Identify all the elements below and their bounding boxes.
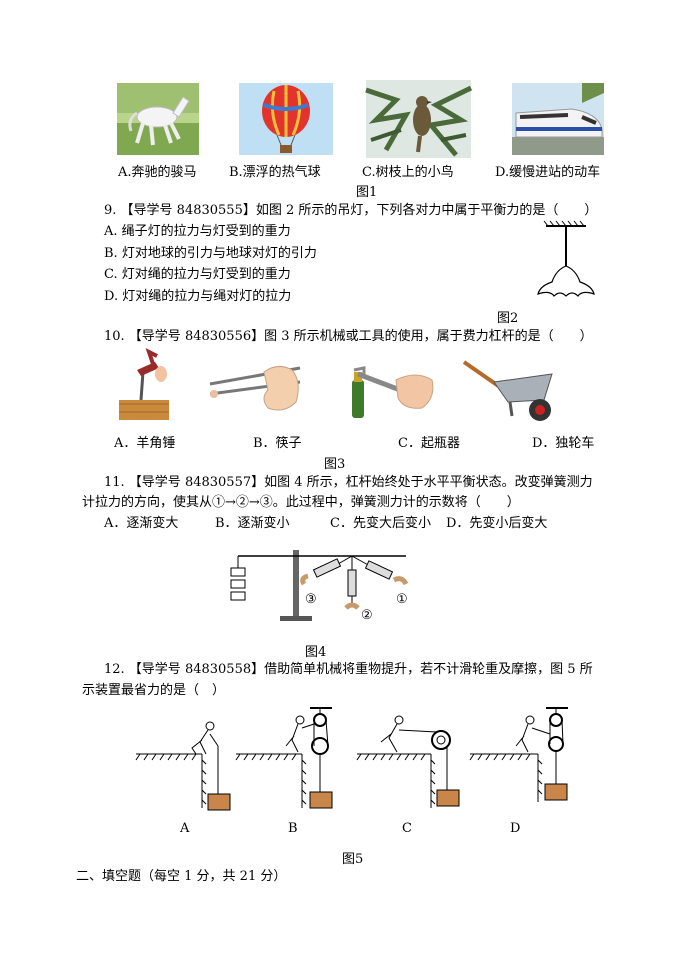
figure-3-caption-d: D．独轮车 xyxy=(532,436,595,451)
pulley-setup-b xyxy=(235,707,333,809)
figure-1-label: 图1 xyxy=(356,185,378,200)
figure-3-caption-b: B．筷子 xyxy=(253,436,302,451)
bottle-opener-figure xyxy=(352,366,434,418)
chopsticks-figure xyxy=(209,366,301,411)
question-9-option-d: D. 灯对绳的拉力与绳对灯的拉力 xyxy=(104,289,292,304)
question-11-option-d: D．先变小后变大 xyxy=(446,516,548,531)
question-12-stem-line1: 12. 【导学号 84830558】借助简单机械将重物提升，若不计滑轮重及摩擦，… xyxy=(104,662,593,677)
question-11-option-c: C．先变大后变小 xyxy=(330,516,431,531)
question-9-option-c: C. 灯对绳的拉力与灯受到的重力 xyxy=(104,267,291,282)
marker-3: ③ xyxy=(305,592,317,607)
question-12-stem-line2: 示装置最省力的是（ ） xyxy=(82,683,226,698)
figure-5-caption-d: D xyxy=(510,821,521,836)
horse-photo xyxy=(117,83,199,155)
pulley-setup-d xyxy=(469,707,568,802)
section-2-heading: 二、填空题（每空 1 分，共 21 分） xyxy=(76,869,287,884)
figure-5-caption-a: A xyxy=(180,821,190,836)
question-11-option-b: B．逐渐变小 xyxy=(215,516,290,531)
pulley-setup-a xyxy=(135,721,231,811)
hanging-lamp-figure xyxy=(537,220,595,297)
figure-3-caption-a: A．羊角锤 xyxy=(114,436,176,451)
wheelbarrow-figure xyxy=(462,360,553,421)
figure-1-caption-d: D.缓慢进站的动车 xyxy=(495,165,601,180)
bullet-train-photo xyxy=(512,83,604,155)
question-11-stem-line1: 11. 【导学号 84830557】如图 4 所示，杠杆始终处于水平平衡状态。改… xyxy=(104,475,593,490)
figure-1-caption-a: A.奔驰的骏马 xyxy=(118,165,197,180)
hot-air-balloon-photo xyxy=(239,83,333,155)
figure-5-caption-b: B xyxy=(288,821,298,836)
question-11-option-a: A．逐渐变大 xyxy=(104,516,179,531)
figure-5-caption-c: C xyxy=(402,821,412,836)
marker-2: ② xyxy=(361,608,373,623)
figure-1-caption-c: C.树枝上的小鸟 xyxy=(362,165,454,180)
figure-5-label: 图5 xyxy=(342,852,364,867)
pulley-setup-c xyxy=(356,715,460,808)
question-9-option-a: A. 绳子灯的拉力与灯受到的重力 xyxy=(104,224,291,239)
figure-3-caption-c: C．起瓶器 xyxy=(398,436,460,451)
claw-hammer-figure xyxy=(119,348,169,420)
figure-2-label: 图2 xyxy=(497,311,519,326)
bird-on-branch-photo xyxy=(365,80,473,158)
question-9-option-b: B. 灯对地球的引力与地球对灯的引力 xyxy=(104,246,317,261)
figure-4-label: 图4 xyxy=(305,645,327,660)
figure-1-caption-b: B.漂浮的热气球 xyxy=(229,165,321,180)
question-11-stem-line2: 计拉力的方向，使其从①→②→③。此过程中，弹簧测力计的示数将（ ） xyxy=(82,495,520,510)
marker-1: ① xyxy=(396,592,408,607)
lever-spring-scale-figure xyxy=(230,550,409,621)
question-9-stem: 9. 【导学号 84830555】如图 2 所示的吊灯，下列各对力中属于平衡力的… xyxy=(104,203,598,218)
figure-3-label: 图3 xyxy=(324,457,346,472)
question-10-stem: 10. 【导学号 84830556】图 3 所示机械或工具的使用，属于费力杠杆的… xyxy=(104,329,593,344)
